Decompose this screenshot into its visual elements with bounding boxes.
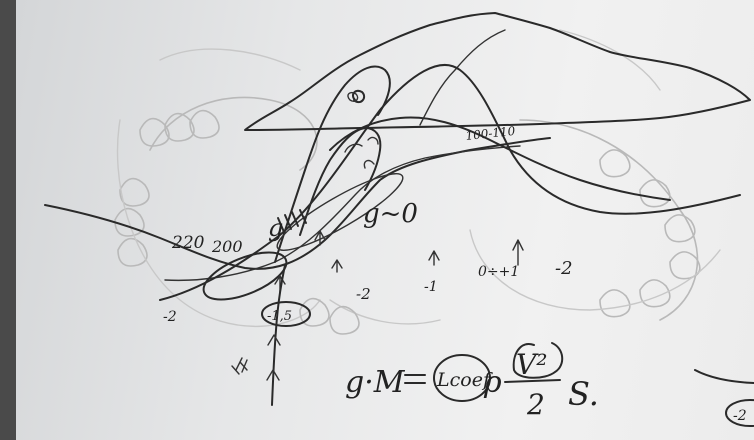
- up-arrows: [274, 230, 524, 293]
- mountain-outline: [244, 12, 751, 131]
- bell-curve: [159, 64, 741, 301]
- label-minus-two-left: -2: [163, 309, 177, 325]
- formula-density: ρ: [483, 365, 502, 400]
- label-speed-range: 100-110: [465, 124, 516, 143]
- descending-curve: [329, 116, 671, 201]
- erased-background-strokes: [114, 29, 721, 335]
- circle-v-squared: [512, 342, 564, 379]
- rising-loop: [274, 65, 391, 263]
- edge-curve: [694, 369, 754, 384]
- label-200: 200: [211, 237, 243, 256]
- circle-minus-one-five: [261, 301, 311, 327]
- label-g-approx-zero: g~0: [363, 199, 418, 229]
- label-minus-one: -1: [424, 279, 438, 295]
- hatch-marks: [277, 209, 307, 233]
- label-minus-one-five: -1,5: [267, 309, 292, 324]
- formula-velocity: V²: [516, 348, 547, 381]
- formula-coefficient: Lcoef: [436, 369, 493, 391]
- label-minus-two-mid: -2: [356, 285, 371, 303]
- formula-lhs: g·M: [345, 365, 406, 400]
- loop-return: [299, 127, 382, 236]
- circle-edge: [725, 399, 754, 427]
- label-minus-two-edge: -2: [733, 408, 747, 424]
- formula-area: S.: [568, 375, 599, 413]
- turning-marks: [344, 136, 379, 153]
- label-g: g: [268, 214, 283, 242]
- label-220: 220: [171, 233, 205, 253]
- path-ellipse: [276, 173, 404, 251]
- highlight-ellipse: [202, 251, 288, 301]
- circle-lcoef: [433, 354, 491, 402]
- upper-path-curve: [164, 145, 521, 282]
- label-minus-two-right: -2: [555, 258, 573, 279]
- vertical-force-line: [271, 264, 286, 406]
- label-zero-plus-one: 0÷+1: [478, 264, 519, 280]
- whiteboard-sheet: [16, 0, 754, 440]
- force-arrowheads: [231, 334, 281, 381]
- fraction-bar: [504, 379, 561, 383]
- formula-denominator: 2: [526, 388, 545, 421]
- vertical-loop: [352, 89, 366, 104]
- mountain-ridge: [419, 29, 506, 126]
- curl-marks: [347, 91, 375, 169]
- equals-sign: [404, 374, 426, 384]
